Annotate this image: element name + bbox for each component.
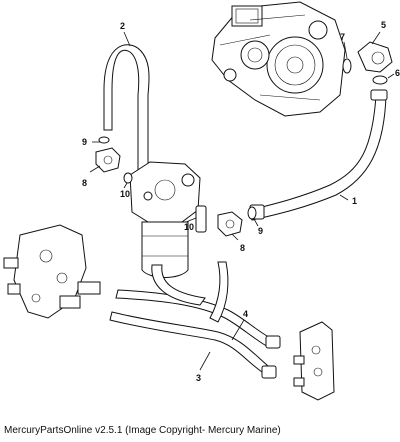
callout-10-right: 10 [184,222,194,232]
callout-4: 4 [243,309,248,319]
hose-4 [115,261,281,349]
callout-2: 2 [120,21,125,31]
parts-diagram: 1 2 3 4 5 6 7 8 8 9 9 10 10 [3,1,400,401]
o-ring-9-right [247,206,257,220]
valve-block-right [293,321,335,401]
callout-6: 6 [395,68,400,78]
fitting-8-right [217,211,243,237]
callout-8-left: 8 [82,178,87,188]
filter-assembly [129,161,201,278]
hydraulic-pump [211,1,346,117]
elbow-fitting-5 [357,31,393,73]
fitting-8-left [95,147,121,173]
callout-10-left: 10 [120,189,130,199]
o-ring-6 [372,75,388,85]
copyright-footer: MercuryPartsOnline v2.5.1 (Image Copyrig… [4,425,281,436]
callout-7: 7 [340,32,345,42]
callout-9-right: 9 [258,226,263,236]
callout-1: 1 [352,196,357,206]
o-ring-10-left [123,172,133,184]
fitting-10-right [195,205,207,233]
valve-block-left [3,224,101,319]
o-ring-7 [342,58,352,74]
o-ring-9-left [98,136,110,144]
callout-3: 3 [196,373,201,383]
hose-3 [109,311,277,379]
callout-5: 5 [381,20,386,30]
callout-9-left: 9 [82,137,87,147]
callout-8-right: 8 [240,243,245,253]
